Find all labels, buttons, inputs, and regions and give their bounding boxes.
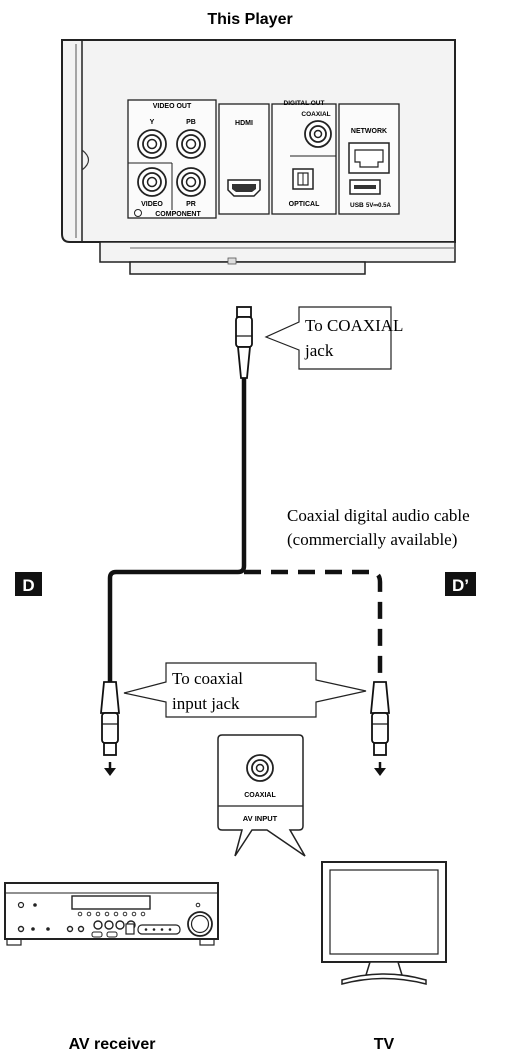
coaxial-port-label: COAXIAL [301,111,330,118]
av-receiver-label: AV receiver [69,1036,156,1051]
optical-label: OPTICAL [289,201,320,208]
svg-text:input jack: input jack [172,694,240,713]
svg-text:D’: D’ [452,576,469,595]
badge-d: D [15,572,42,596]
ground-icon [134,209,142,217]
cable-label-line2: (commercially available) [287,530,457,549]
arrow-down-tv-icon [374,762,386,776]
hdmi-port [227,179,261,197]
pr-label: PR [186,201,196,208]
usb-rating: 5V⎓0.5A [366,203,391,209]
network-label: NETWORK [351,128,387,135]
usb-port [349,179,381,195]
y-label: Y [150,119,155,126]
tv-icon [321,861,447,985]
coaxial-cable [107,378,383,682]
svg-text:D: D [22,576,34,595]
coaxial-out-jack [304,120,332,148]
hdmi-section [218,103,270,215]
coaxial-input-jack [246,754,274,782]
digital-out-section [271,103,337,215]
svg-text:jack: jack [304,341,334,360]
video-out-label: VIDEO OUT [153,103,192,110]
component-pb-jack [176,129,206,159]
callout-to-coaxial-jack: To COAXIAL jack [264,306,403,370]
arrow-down-receiver-icon [104,762,116,776]
component-y-jack [137,129,167,159]
player-back-panel: VIDEO OUT Y PB VIDEO PR COMPONENT [61,39,456,275]
component-pr-jack [176,167,206,197]
rca-plug-tv [370,681,390,756]
svg-text:To COAXIAL: To COAXIAL [305,316,403,335]
video-jack [137,167,167,197]
av-input-callout: COAXIAL AV INPUT [217,734,306,857]
tv-label: TV [374,1036,395,1051]
av-receiver-icon [4,882,219,946]
cable-label-line1: Coaxial digital audio cable [287,506,470,525]
hdmi-label: HDMI [235,120,253,127]
network-port [348,142,390,174]
svg-text:To coaxial: To coaxial [172,669,243,688]
component-label: COMPONENT [155,211,201,218]
usb-label: USB [350,202,364,209]
av-input-label: AV INPUT [243,814,278,823]
digital-out-label: DIGITAL OUT [284,100,325,107]
video-label: VIDEO [141,201,163,208]
av-input-coaxial-label: COAXIAL [244,792,276,799]
pb-label: PB [186,119,196,126]
badge-d-prime: D’ [445,572,476,596]
optical-port [292,168,314,190]
callout-to-coaxial-input: To coaxial input jack [123,662,367,718]
rca-plug-top [235,306,253,379]
rca-plug-receiver [100,681,120,756]
player-title: This Player [207,11,292,28]
